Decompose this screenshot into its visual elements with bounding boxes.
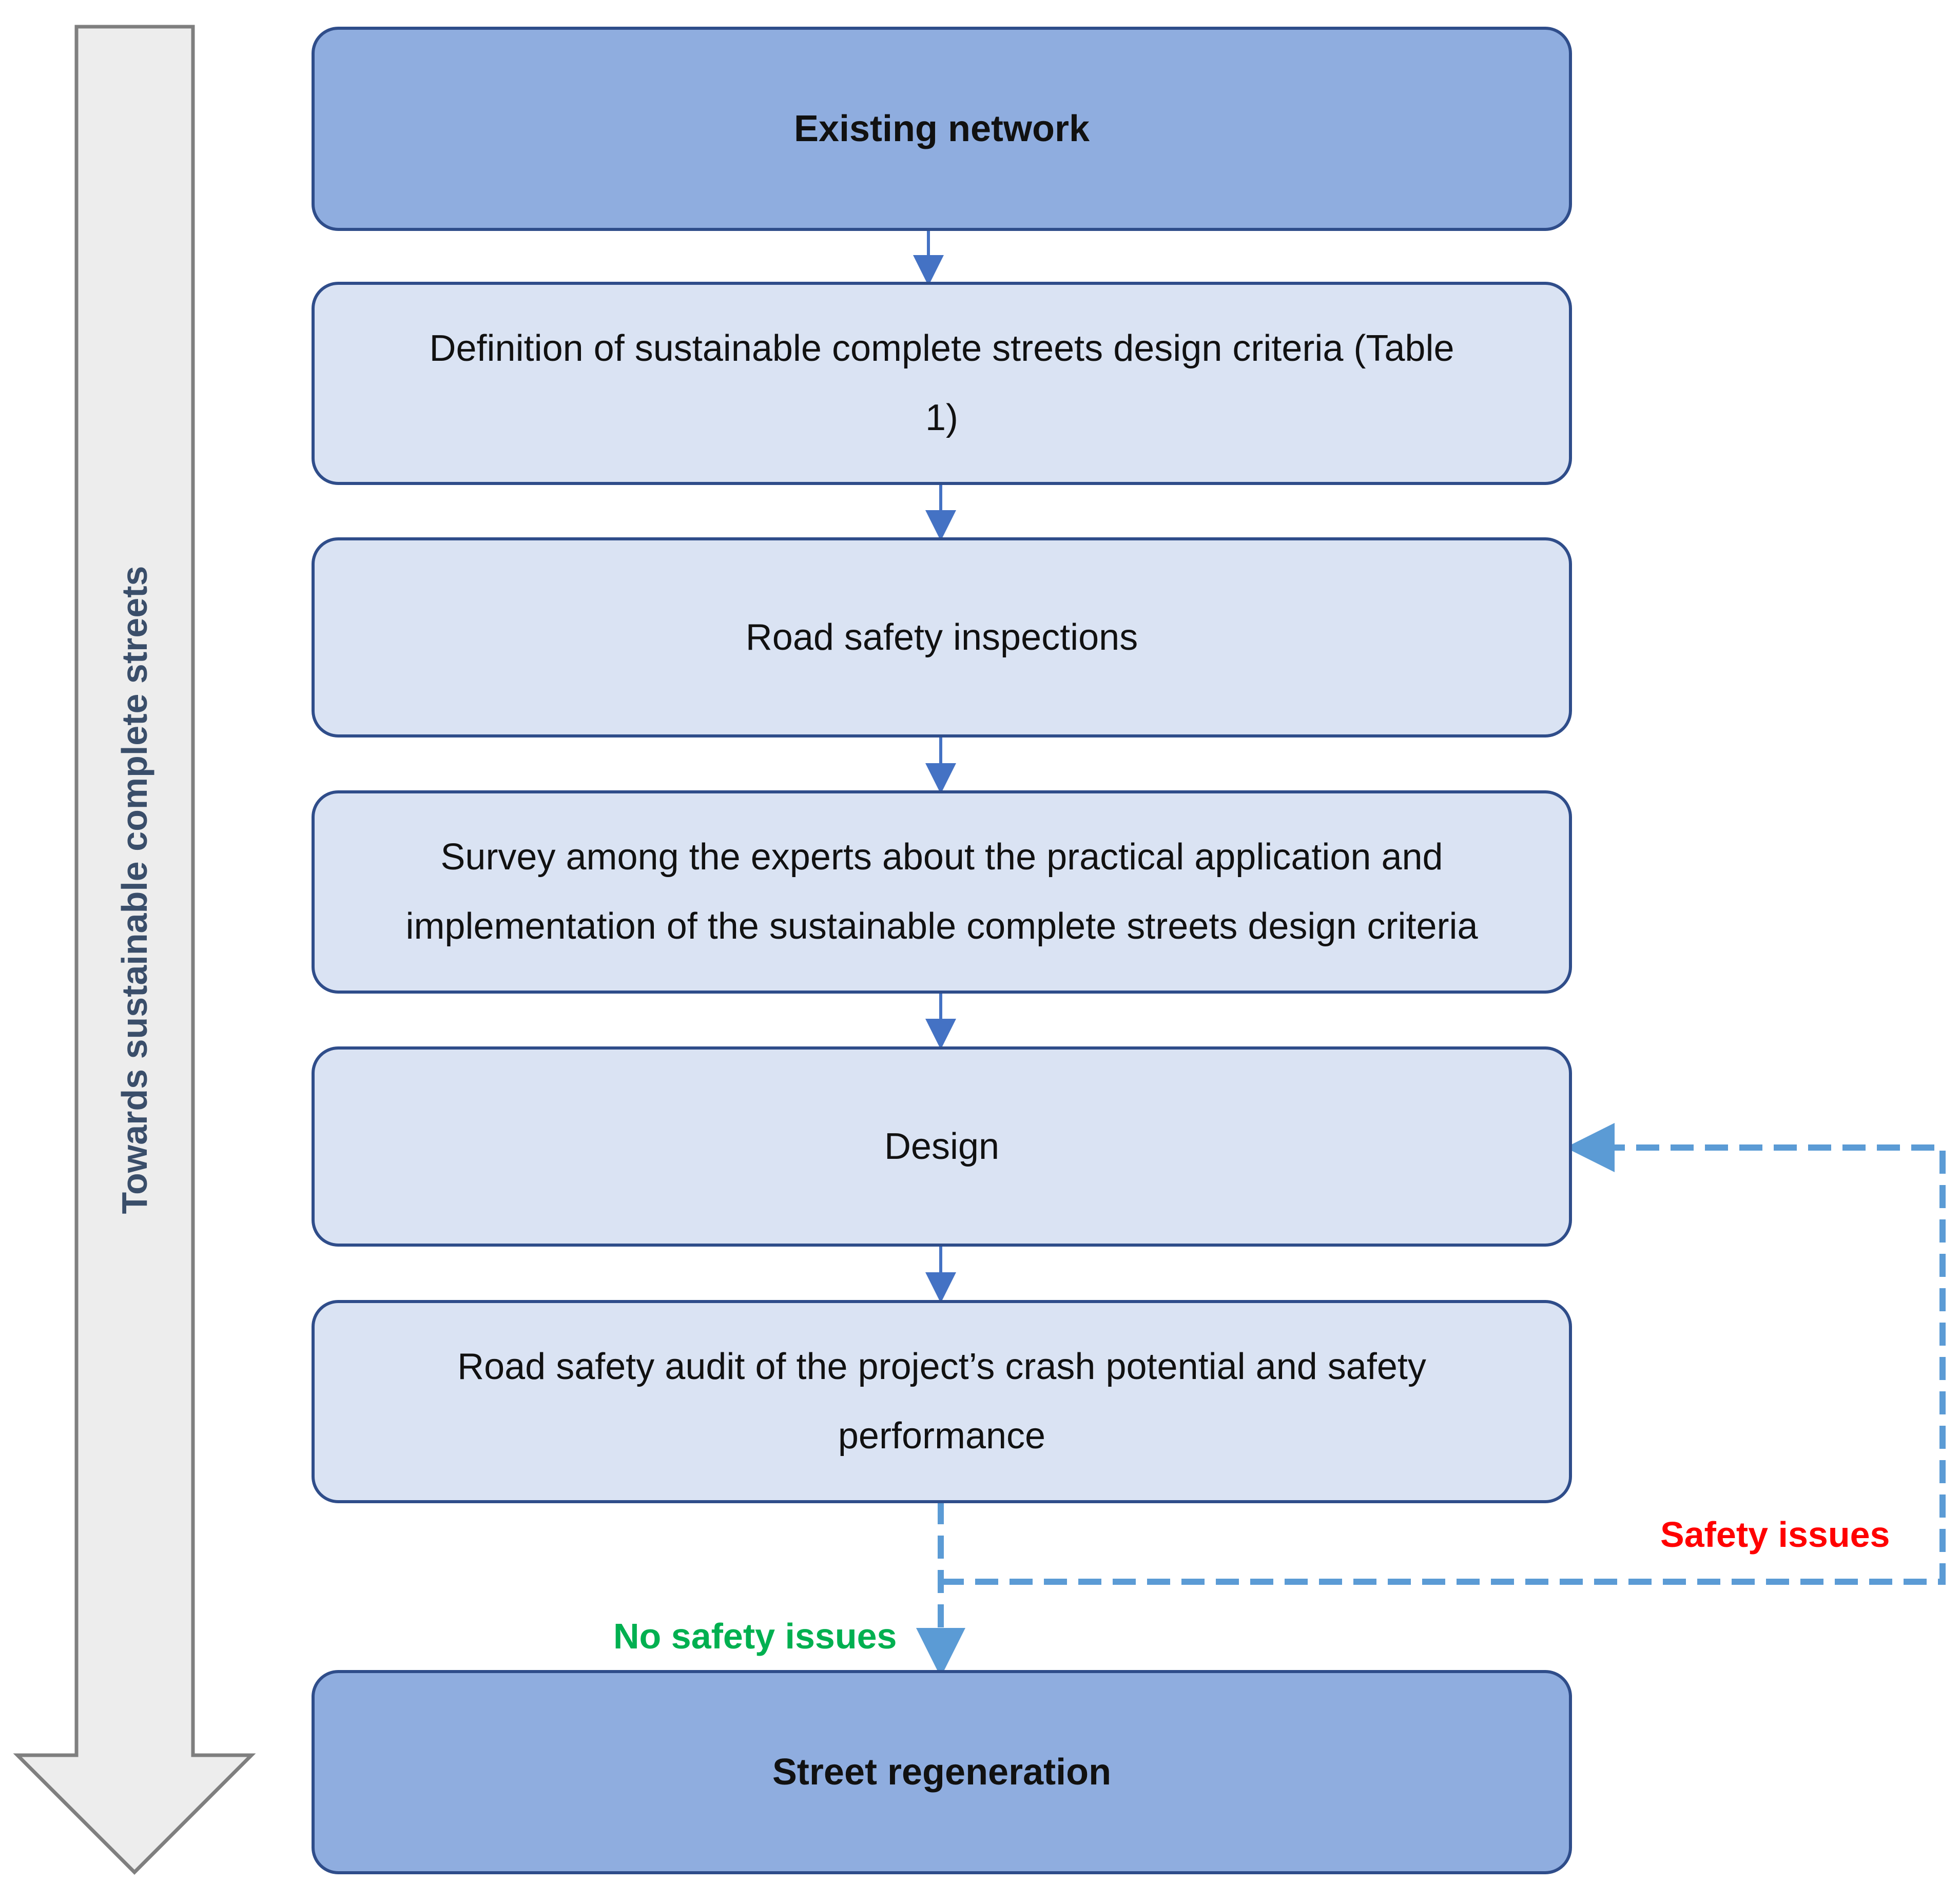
step-road-safety-audit-text: Road safety audit of the project’s crash… (457, 1346, 1426, 1457)
step-expert-survey-text: Survey among the experts about the pract… (405, 837, 1478, 947)
dashed-connector-loop (941, 1123, 1946, 1585)
step-road-safety-inspections-text: Road safety inspections (745, 616, 1138, 658)
step-design-text: Design (884, 1125, 1000, 1167)
step-design: Design (312, 1046, 1572, 1247)
safety-issues-label: Safety issues (1660, 1515, 1890, 1555)
step-existing-network-text: Existing network (793, 108, 1090, 149)
side-arrow-label: Towards sustainable complete streets (114, 566, 154, 1214)
step-street-regeneration-text: Street regeneration (772, 1751, 1112, 1793)
step-design-criteria-text: Definition of sustainable complete stree… (429, 328, 1454, 438)
step-design-criteria: Definition of sustainable complete stree… (312, 282, 1572, 485)
side-progress-arrow (13, 25, 256, 1875)
step-road-safety-inspections: Road safety inspections (312, 537, 1572, 737)
step-existing-network: Existing network (312, 27, 1572, 231)
step-street-regeneration: Street regeneration (312, 1670, 1572, 1874)
step-expert-survey: Survey among the experts about the pract… (312, 790, 1572, 994)
no-safety-issues-label: No safety issues (613, 1616, 897, 1656)
step-road-safety-audit: Road safety audit of the project’s crash… (312, 1300, 1572, 1503)
